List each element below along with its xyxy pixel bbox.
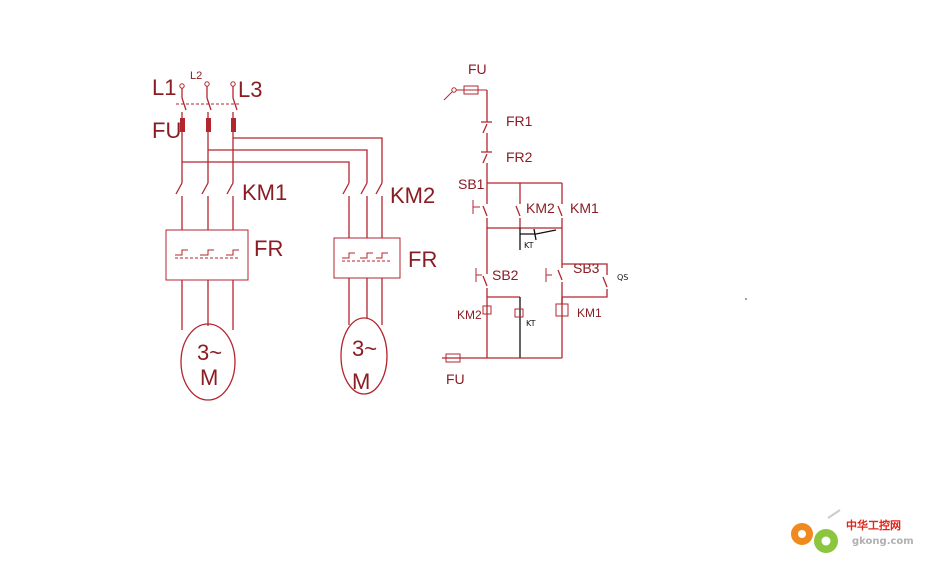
kt-contact-label: KT	[524, 241, 534, 250]
overload-relay-2-elements	[342, 252, 388, 259]
watermark-site: gkong.com	[852, 536, 914, 547]
control-fuse-bottom	[445, 353, 461, 363]
sb2-button	[482, 270, 488, 306]
km1-contact-3	[226, 182, 234, 230]
motor-2-label-line2: M	[352, 369, 370, 394]
motor-2-feed	[348, 278, 383, 325]
fr1-contact	[481, 116, 492, 148]
sb3-actuator	[545, 268, 552, 282]
km1-label: KM1	[242, 180, 287, 205]
isolator-blade-1	[181, 88, 187, 111]
fr2-contact	[481, 148, 492, 183]
km1-coil-label: KM1	[577, 306, 602, 320]
km2-contact-1	[342, 182, 350, 238]
km2-label: KM2	[390, 183, 435, 208]
sb2-label: SB2	[492, 267, 519, 283]
fr2-label: FR2	[506, 149, 533, 165]
km2-coil-label: KM2	[457, 308, 482, 322]
km2-coil	[482, 305, 492, 315]
control-fuse-top-label: FU	[468, 61, 487, 77]
control-fuse-top	[463, 85, 479, 95]
terminal-l1	[179, 83, 185, 89]
fr-label-1: FR	[254, 236, 283, 261]
cross-wire-l3	[233, 137, 383, 183]
sb1-button	[482, 183, 488, 228]
terminal-l3	[230, 81, 236, 87]
qs-label: QS	[617, 273, 628, 282]
terminal-l2	[204, 81, 210, 87]
watermark-logo: 中华工控网 gkong.com	[791, 509, 914, 553]
motor-1	[180, 323, 236, 401]
fr-label-2: FR	[408, 247, 437, 272]
sb1-label: SB1	[458, 176, 485, 192]
isolator-blade-2	[206, 86, 212, 111]
sb3-label: SB3	[573, 260, 600, 276]
gear-icon	[791, 509, 841, 553]
main-circuit: L1 L2 L3 FU KM1 FR	[152, 70, 437, 401]
cross-wire-l2	[208, 149, 368, 183]
phase-label-l2: L2	[190, 70, 202, 82]
stray-dot	[745, 298, 747, 300]
sb1-actuator	[472, 200, 480, 214]
km2-contact-3	[375, 182, 383, 238]
km1-aux-label: KM1	[570, 200, 599, 216]
kt-timed-contact	[519, 228, 557, 250]
overload-relay-1	[165, 229, 249, 281]
km2-contact-2	[360, 182, 368, 238]
cross-wire-l1	[182, 161, 350, 183]
control-circuit: FU FR1 FR2 SB1 KM2 KM1 KT SB2	[442, 61, 628, 387]
phase-label-l3: L3	[238, 77, 262, 102]
phase-label-l1: L1	[152, 75, 176, 100]
watermark-brand: 中华工控网	[846, 518, 901, 532]
motor-2	[340, 317, 388, 395]
fr1-label: FR1	[506, 113, 533, 129]
isolator-blade-3	[232, 86, 238, 111]
control-supply-arrow	[443, 91, 453, 101]
motor-1-label-line1: 3~	[197, 340, 222, 365]
kt-coil-label: KT	[526, 319, 536, 328]
km1-aux-contact	[557, 183, 563, 228]
kt-coil	[514, 308, 524, 318]
km1-contact-1	[175, 182, 183, 230]
motor-1-label-line2: M	[200, 365, 218, 390]
control-fuse-bottom-label: FU	[446, 371, 465, 387]
control-supply-terminal	[451, 87, 457, 93]
km2-aux-label: KM2	[526, 200, 555, 216]
motor-2-label-line1: 3~	[352, 336, 377, 361]
motor-1-feed	[181, 280, 234, 330]
km2-aux-contact	[515, 183, 521, 228]
overload-relay-1-elements	[175, 249, 239, 256]
km1-contact-2	[201, 182, 209, 230]
km1-coil	[555, 303, 569, 317]
fuse-label: FU	[152, 118, 181, 143]
qs-switch	[562, 263, 608, 298]
sb2-actuator	[475, 268, 482, 282]
